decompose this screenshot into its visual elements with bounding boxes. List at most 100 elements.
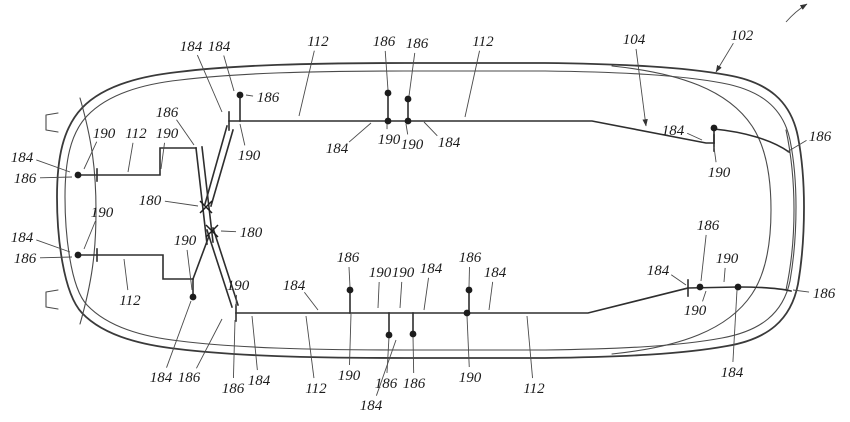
connection-dot — [463, 309, 471, 317]
leader-line-184 — [423, 121, 438, 137]
car-rear-contour — [79, 97, 97, 325]
leader-line-186 — [386, 336, 390, 374]
leader-line-186 — [412, 335, 415, 374]
leader-line-186 — [39, 256, 73, 259]
ref-label-190: 190 — [93, 126, 116, 142]
ref-label-184: 184 — [647, 263, 670, 279]
ref-label-186: 186 — [375, 376, 398, 392]
leader-line-186 — [468, 266, 470, 288]
connection-dot — [74, 171, 82, 179]
leader-line-112 — [305, 315, 315, 379]
ref-label-190: 190 — [156, 126, 179, 142]
leader-line-186 — [39, 176, 73, 179]
ref-label-186: 186 — [459, 250, 482, 266]
harness-diagonal-up-double — [204, 125, 234, 207]
harness-left-upper-branch — [77, 147, 197, 176]
car-front-bumper-contour — [785, 129, 795, 291]
ref-label-186: 186 — [403, 376, 426, 392]
ref-label-190: 190 — [716, 251, 739, 267]
ref-label-186: 186 — [337, 250, 360, 266]
leader-line-190 — [405, 123, 409, 135]
ref-label-112: 112 — [523, 381, 545, 397]
connection-dot — [465, 286, 473, 294]
ref-label-184: 184 — [283, 278, 306, 294]
vehicle-body — [45, 62, 805, 359]
leader-line-186 — [408, 52, 416, 97]
leader-line-112 — [298, 50, 315, 117]
ref-label-184: 184 — [11, 150, 34, 166]
leader-line-184 — [732, 289, 738, 363]
harness-top-rail — [228, 120, 715, 144]
ref-label-186: 186 — [222, 381, 245, 397]
leader-line-184 — [670, 274, 687, 286]
connection-dot — [696, 283, 704, 291]
ref-label-184: 184 — [438, 135, 461, 151]
harness-left-lower-branch — [77, 254, 194, 280]
leader-line-102 — [715, 42, 734, 73]
leader-line-186 — [348, 266, 351, 288]
ref-label-112: 112 — [472, 34, 494, 50]
leader-lines-layer — [36, 42, 810, 396]
leader-line-186 — [786, 139, 807, 153]
leader-line-190 — [235, 294, 238, 307]
ref-label-184: 184 — [248, 373, 271, 389]
ref-label-180: 180 — [240, 225, 263, 241]
ref-label-190: 190 — [238, 148, 261, 164]
ref-label-102: 102 — [731, 28, 754, 44]
harness-top-right-branch — [713, 128, 791, 154]
connection-dot — [710, 124, 718, 132]
ref-label-190: 190 — [227, 278, 250, 294]
connection-dot — [346, 286, 354, 294]
ref-label-190: 190 — [401, 137, 424, 153]
leader-line-190 — [186, 249, 193, 291]
ref-label-186: 186 — [14, 171, 37, 187]
car-left-tab-top — [45, 112, 59, 133]
leader-line-112 — [123, 258, 129, 291]
ref-label-186: 186 — [373, 34, 396, 50]
leader-line-190 — [83, 141, 98, 170]
leader-line-184 — [251, 315, 258, 371]
leader-line-190 — [160, 142, 165, 170]
leader-line-186 — [384, 50, 389, 91]
ref-label-190: 190 — [392, 265, 415, 281]
ref-label-184: 184 — [180, 39, 203, 55]
leader-line-190 — [713, 146, 717, 163]
car-inner-outline — [64, 70, 797, 351]
leader-line-184 — [423, 277, 429, 311]
leader-line-112 — [464, 50, 480, 118]
leader-line-184 — [166, 300, 192, 368]
connection-dot — [734, 283, 742, 291]
ref-label-190: 190 — [378, 132, 401, 148]
ref-label-186: 186 — [809, 129, 832, 145]
leader-line-186 — [196, 318, 223, 369]
ref-label-186: 186 — [14, 251, 37, 267]
connection-dot — [404, 95, 412, 103]
ref-label-186: 186 — [813, 286, 836, 302]
ref-label-184: 184 — [11, 230, 34, 246]
connection-dot — [236, 91, 244, 99]
leader-line-186 — [245, 94, 254, 97]
car-left-tab-bottom — [45, 289, 59, 310]
leader-line-184 — [375, 339, 397, 396]
leader-line-190 — [349, 313, 352, 366]
leader-line-190 — [83, 220, 96, 250]
ref-label-190: 190 — [684, 303, 707, 319]
ref-label-112: 112 — [119, 293, 141, 309]
ref-label-112: 112 — [307, 34, 329, 50]
ref-label-184: 184 — [662, 123, 685, 139]
x-connector-icon — [199, 200, 213, 214]
ref-label-186: 186 — [178, 370, 201, 386]
connection-dot — [74, 251, 82, 259]
leader-line-190 — [377, 281, 380, 309]
connection-dot — [409, 330, 417, 338]
ref-label-184: 184 — [484, 265, 507, 281]
ref-label-190: 190 — [91, 205, 114, 221]
car-outer-outline — [56, 62, 805, 359]
ref-label-184: 184 — [326, 141, 349, 157]
leader-line-184 — [686, 132, 703, 141]
leader-line-184 — [36, 159, 71, 173]
ref-label-190: 190 — [369, 265, 392, 281]
ref-label-186: 186 — [697, 218, 720, 234]
